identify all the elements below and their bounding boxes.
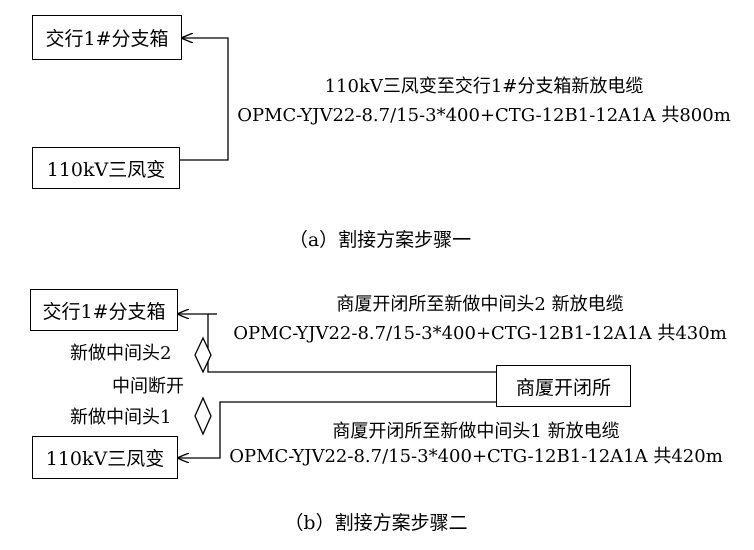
- cable-b-bottom-label-line2: OPMC-YJV22-8.7/15-3*400+CTG-12B1-12A1A 共…: [229, 446, 723, 467]
- cable-a-path: [180, 38, 229, 161]
- joint-2-label: 新做中间头2: [70, 343, 172, 364]
- joint-2-icon: [194, 336, 212, 374]
- break-label: 中间断开: [112, 376, 184, 397]
- branch-box-b: 交行1#分支箱: [30, 289, 178, 331]
- caption-a: （a）割接方案步骤一: [288, 229, 472, 251]
- joint-1-label: 新做中间头1: [70, 407, 172, 428]
- substation-box-a: 110kV三凤变: [32, 147, 180, 189]
- switch-station-box: 商厦开闭所: [496, 365, 631, 407]
- cable-b-bottom-path: [178, 401, 496, 458]
- branch-box-a: 交行1#分支箱: [32, 15, 182, 60]
- cable-b-bottom-label-line1: 商厦开闭所至新做中间头1 新放电缆: [332, 421, 620, 442]
- substation-box-b: 110kV三凤变: [32, 436, 178, 479]
- cable-b-top-label-line2: OPMC-YJV22-8.7/15-3*400+CTG-12B1-12A1A 共…: [233, 323, 727, 344]
- cable-b-top-path: [178, 314, 496, 373]
- cable-b-top-label-line1: 商厦开闭所至新做中间头2 新放电缆: [336, 294, 624, 315]
- caption-b: （b）割接方案步骤二: [284, 512, 468, 534]
- cable-a-label-line2: OPMC-YJV22-8.7/15-3*400+CTG-12B1-12A1A 共…: [237, 105, 731, 126]
- joint-1-icon: [194, 396, 212, 436]
- cable-a-label-line1: 110kV三凤变至交行1#分支箱新放电缆: [324, 76, 644, 97]
